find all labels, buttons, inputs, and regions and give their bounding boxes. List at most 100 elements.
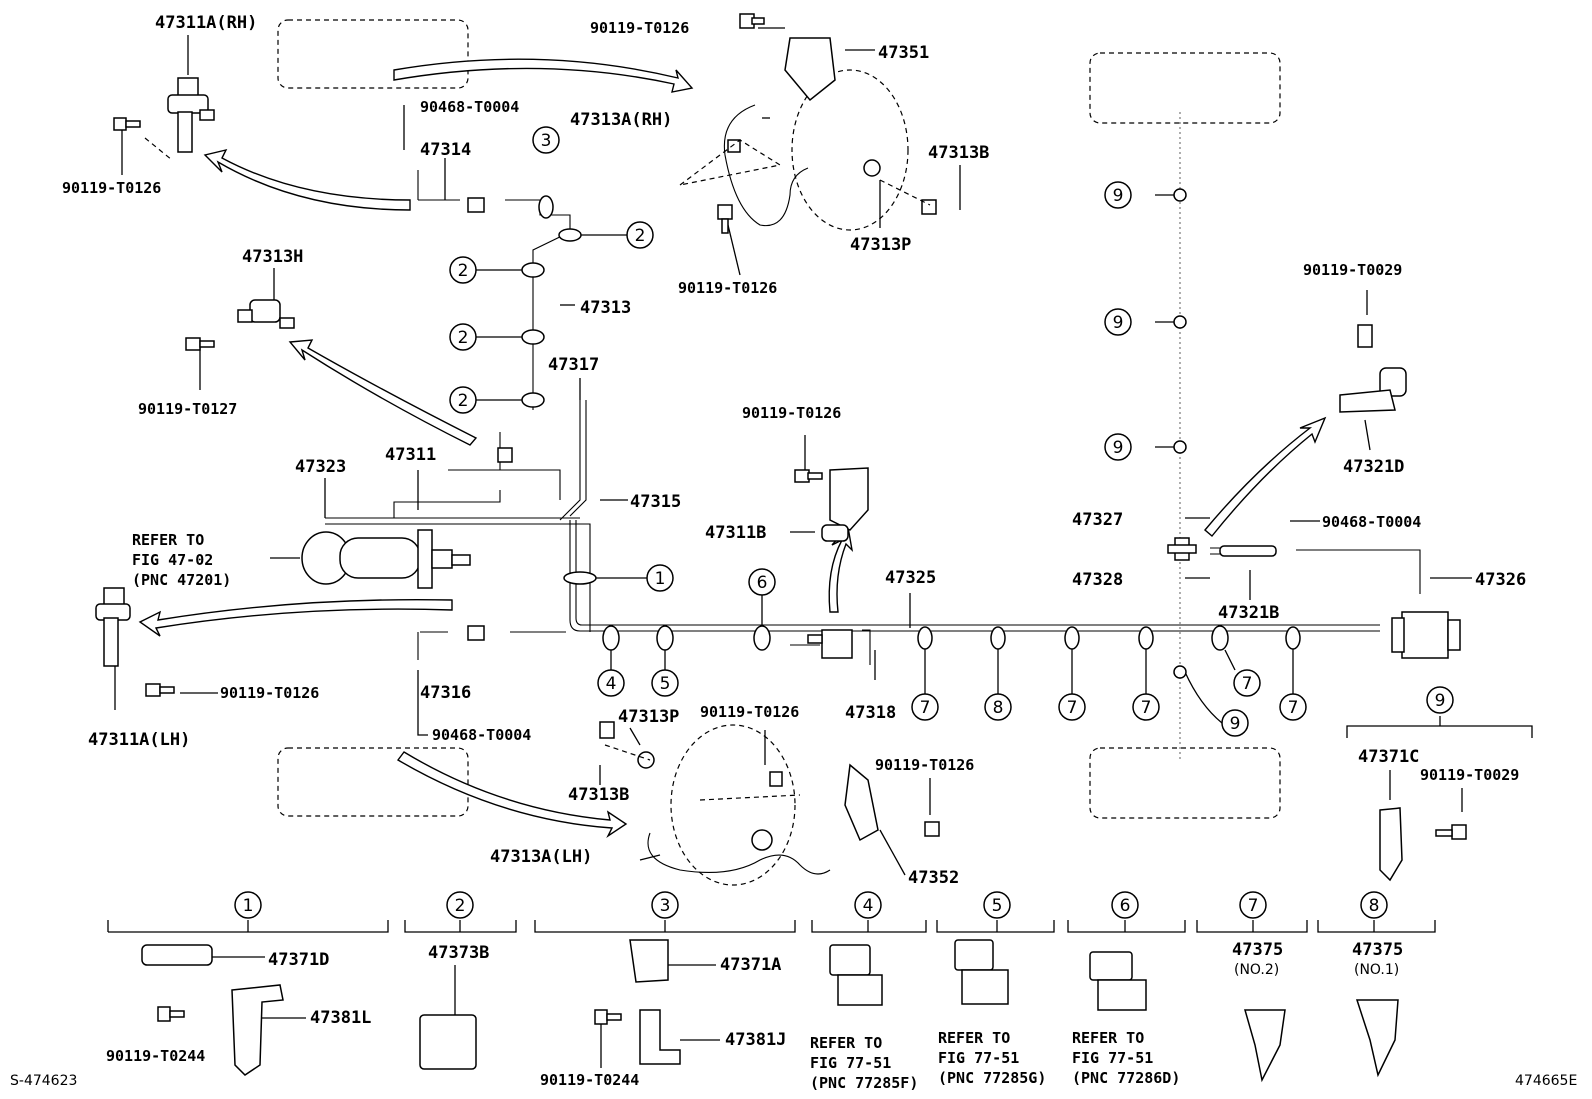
- svg-text:1: 1: [655, 569, 666, 589]
- svg-text:7: 7: [920, 698, 931, 718]
- callout-9b: 9: [1104, 308, 1132, 336]
- label-47311A-rh: 47311A(RH): [155, 13, 257, 33]
- vehicle-outline-boxes: [277, 19, 1281, 886]
- label-47375: 47375: [1232, 940, 1283, 960]
- refer-text: (PNC 77285F): [810, 1074, 918, 1092]
- part-labels: 47311A(RH) 90119-T0126 90468-T0004 47314…: [10, 13, 1577, 1092]
- svg-text:3: 3: [541, 131, 552, 151]
- svg-text:4: 4: [863, 896, 874, 916]
- label-47352: 47352: [908, 868, 959, 888]
- direction-arrows: [138, 58, 1327, 839]
- kit-callout-2: 2: [446, 891, 474, 919]
- label-47313: 47313: [580, 298, 631, 318]
- callout-8a: 8: [984, 649, 1012, 721]
- pipe-clips: [521, 188, 1301, 679]
- svg-text:2: 2: [458, 391, 469, 411]
- callout-1: 1: [596, 564, 674, 592]
- refer-text: REFER TO: [1072, 1029, 1144, 1047]
- label-47321B: 47321B: [1218, 603, 1279, 623]
- refer-text: FIG 77-51: [1072, 1049, 1153, 1067]
- svg-text:9: 9: [1113, 438, 1124, 458]
- callout-2d: 2: [449, 386, 522, 414]
- svg-text:7: 7: [1248, 896, 1259, 916]
- callout-7e: 7: [1279, 649, 1307, 721]
- refer-text: FIG 47-02: [132, 551, 213, 569]
- svg-text:7: 7: [1242, 674, 1253, 694]
- kit-callout-3: 3: [651, 891, 679, 919]
- figure-code: 474665E: [1515, 1073, 1577, 1089]
- svg-text:5: 5: [992, 896, 1003, 916]
- kit-callout-7: 7: [1239, 891, 1267, 919]
- label-90119-t0126: 90119-T0126: [590, 19, 689, 37]
- callout-2a: 2: [581, 221, 654, 249]
- label-47321D: 47321D: [1343, 457, 1404, 477]
- svg-text:9: 9: [1113, 313, 1124, 333]
- callout-9a: 9: [1104, 181, 1132, 209]
- svg-text:2: 2: [635, 226, 646, 246]
- label-47317: 47317: [548, 355, 599, 375]
- refer-text: FIG 77-51: [938, 1049, 1019, 1067]
- callout-2c: 2: [449, 323, 522, 351]
- label-47375: 47375: [1352, 940, 1403, 960]
- kit-callout-5: 5: [983, 891, 1011, 919]
- svg-text:7: 7: [1288, 698, 1299, 718]
- callout-7b: 7: [1058, 649, 1086, 721]
- label-47351: 47351: [878, 43, 929, 63]
- svg-text:2: 2: [458, 328, 469, 348]
- label-47315: 47315: [630, 492, 681, 512]
- label-90119-t0126: 90119-T0126: [220, 684, 319, 702]
- callout-6: 6: [748, 568, 776, 626]
- label-47326: 47326: [1475, 570, 1526, 590]
- svg-text:4: 4: [606, 674, 617, 694]
- svg-text:2: 2: [458, 261, 469, 281]
- label-47328: 47328: [1072, 570, 1123, 590]
- label-47314: 47314: [420, 140, 471, 160]
- callout-9e: 9: [1426, 686, 1454, 714]
- label-47311B: 47311B: [705, 523, 766, 543]
- callout-3: 3: [532, 126, 560, 154]
- svg-text:6: 6: [757, 573, 768, 593]
- svg-text:8: 8: [993, 698, 1004, 718]
- kit-callout-6: 6: [1111, 891, 1139, 919]
- label-47371D: 47371D: [268, 950, 329, 970]
- svg-text:3: 3: [660, 896, 671, 916]
- svg-text:7: 7: [1067, 698, 1078, 718]
- label-90468-t0004: 90468-T0004: [432, 726, 531, 744]
- callout-2b: 2: [449, 256, 522, 284]
- label-47318: 47318: [845, 703, 896, 723]
- label-90119-t0126: 90119-T0126: [700, 703, 799, 721]
- label-47373B: 47373B: [428, 943, 489, 963]
- callout-7c: 7: [1132, 649, 1160, 721]
- label-90119-t0126: 90119-T0126: [678, 279, 777, 297]
- label-90119-t0029: 90119-T0029: [1303, 261, 1402, 279]
- label-47313H: 47313H: [242, 247, 303, 267]
- label-no1: (NO.1): [1354, 962, 1399, 978]
- label-47381J: 47381J: [725, 1030, 786, 1050]
- refer-text: (PNC 77286D): [1072, 1069, 1180, 1087]
- label-47323: 47323: [295, 457, 346, 477]
- refer-text: REFER TO: [810, 1034, 882, 1052]
- label-90119-t0244: 90119-T0244: [540, 1071, 639, 1089]
- refer-text: (PNC 77285G): [938, 1069, 1046, 1087]
- label-47313P: 47313P: [850, 235, 911, 255]
- svg-text:1: 1: [243, 896, 254, 916]
- label-47313B: 47313B: [928, 143, 989, 163]
- label-47327: 47327: [1072, 510, 1123, 530]
- svg-text:6: 6: [1120, 896, 1131, 916]
- callout-7a: 7: [911, 649, 939, 721]
- svg-text:2: 2: [455, 896, 466, 916]
- svg-text:5: 5: [660, 674, 671, 694]
- label-47325: 47325: [885, 568, 936, 588]
- label-90119-t0244: 90119-T0244: [106, 1047, 205, 1065]
- label-90119-t0029: 90119-T0029: [1420, 766, 1519, 784]
- label-47313A-rh: 47313A(RH): [570, 110, 672, 130]
- valves-and-fittings: [95, 13, 1467, 1083]
- callout-9d: 9: [1221, 709, 1249, 737]
- label-47371A: 47371A: [720, 955, 781, 975]
- brake-pipes: [325, 104, 1421, 875]
- label-47311: 47311: [385, 445, 436, 465]
- label-47313A-lh: 47313A(LH): [490, 847, 592, 867]
- label-47313P: 47313P: [618, 707, 679, 727]
- circled-callouts: 3 2 2 2 2 1 4 5 6 7 8 7 7 7 7 9 9 9 9 9 …: [234, 126, 1454, 919]
- label-47311A-lh: 47311A(LH): [88, 730, 190, 750]
